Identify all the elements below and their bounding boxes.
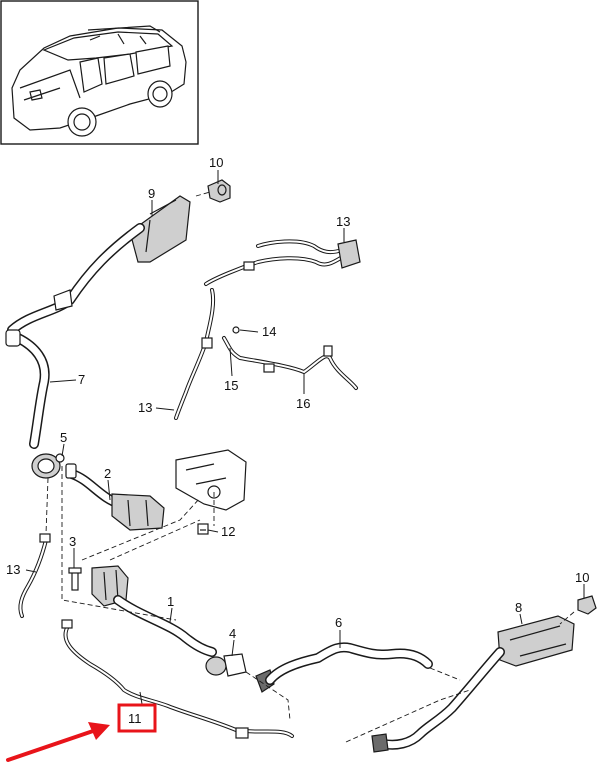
callout-10-top: 10 xyxy=(209,155,223,170)
leader-lines xyxy=(25,170,585,705)
callout-7: 7 xyxy=(78,372,85,387)
part-4-valve xyxy=(205,653,275,693)
callout-14: 14 xyxy=(262,324,276,339)
callout-15: 15 xyxy=(224,378,238,393)
callout-12: 12 xyxy=(221,524,235,539)
part-14-fastener xyxy=(232,326,240,334)
callout-16: 16 xyxy=(296,396,310,411)
suv-thumbnail-icon xyxy=(11,25,187,137)
callout-5: 5 xyxy=(60,430,67,445)
part-10-clamp-right xyxy=(577,595,597,615)
red-pointer-arrow-icon xyxy=(6,722,110,762)
callout-6: 6 xyxy=(335,615,342,630)
callout-13-upper: 13 xyxy=(336,214,350,229)
callout-11: 11 xyxy=(128,711,142,726)
part-12-screw xyxy=(197,523,209,535)
part-13-harness-upper xyxy=(174,239,361,420)
callout-2: 2 xyxy=(104,466,111,481)
part-5-thermostat xyxy=(31,453,65,479)
callout-4: 4 xyxy=(229,626,236,641)
part-9-assembly xyxy=(7,195,191,335)
callout-8: 8 xyxy=(515,600,522,615)
part-2-hose xyxy=(65,463,165,531)
highlight-box xyxy=(117,703,157,733)
vehicle-thumbnail xyxy=(0,0,199,145)
part-13-harness-left xyxy=(18,533,51,618)
callout-13-mid: 13 xyxy=(138,400,152,415)
part-1-hose-with-pump xyxy=(91,565,217,657)
callout-1: 1 xyxy=(167,594,174,609)
part-6-hose xyxy=(265,642,433,685)
callout-9: 9 xyxy=(148,186,155,201)
part-11-sensor-wire xyxy=(61,619,294,739)
part-7-hose xyxy=(5,329,50,449)
installation-dashed-lines xyxy=(45,191,575,743)
callout-13-left: 13 xyxy=(6,562,20,577)
engine-block-outline xyxy=(175,449,247,511)
part-8-assembly xyxy=(371,615,575,753)
part-3-screw xyxy=(68,567,82,591)
callout-10-right: 10 xyxy=(575,570,589,585)
callout-labels: 9 10 13 14 15 16 13 7 5 2 12 13 3 1 4 6 … xyxy=(6,155,589,641)
callout-3: 3 xyxy=(69,534,76,549)
part-16-line xyxy=(222,336,358,390)
part-10-clamp-top xyxy=(207,179,231,203)
callout-11-highlight[interactable]: 11 xyxy=(117,703,157,733)
